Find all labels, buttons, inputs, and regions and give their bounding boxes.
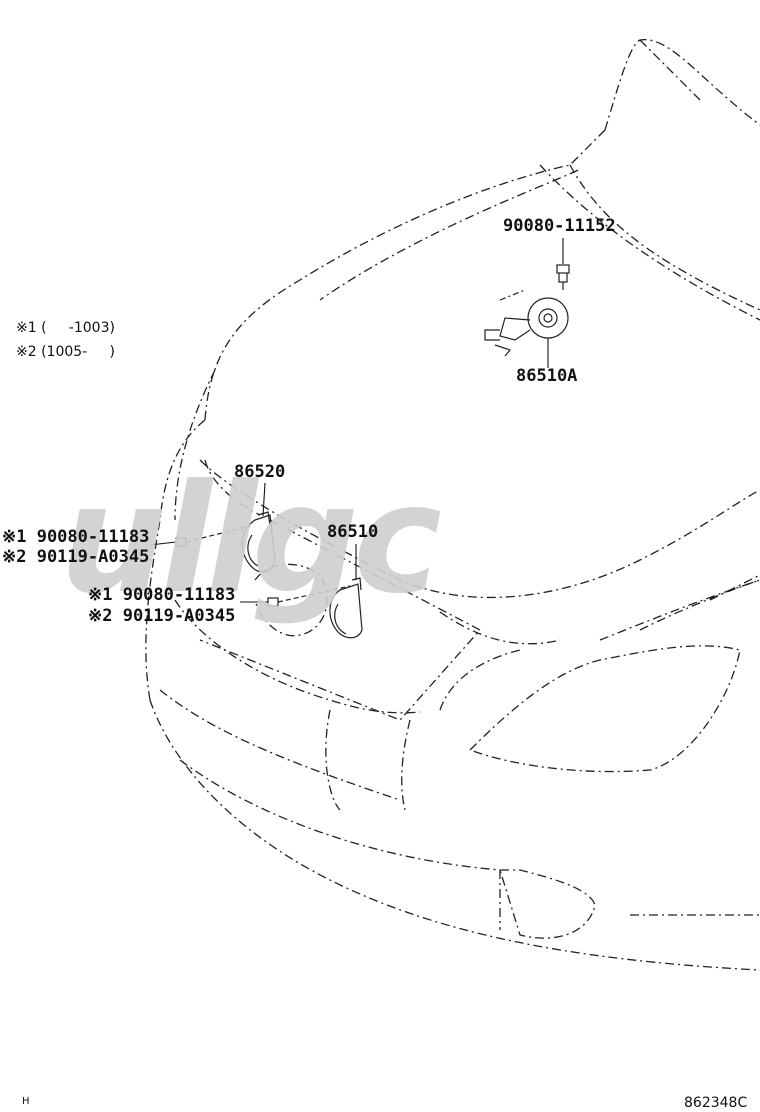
part-label-bolt-top: 90080-11152 <box>503 216 616 236</box>
part-label-left-bolt-1: ※1 90080-11183 <box>2 527 150 547</box>
horn-86510 <box>329 577 363 639</box>
part-label-horn-right: 86510 <box>327 522 379 542</box>
note-2: ※2 (1005- ) <box>16 344 115 360</box>
watermark-text: ullgc <box>60 453 442 627</box>
part-label-horn-left: 86520 <box>234 462 286 482</box>
part-label-horn-top: 86510A <box>516 366 578 386</box>
horn-86520 <box>241 511 276 573</box>
note-1: ※1 ( -1003) <box>16 320 115 336</box>
part-label-mid-bolt-2: ※2 90119-A0345 <box>88 606 236 626</box>
leader-lines <box>149 238 564 603</box>
bolt-top <box>556 264 570 290</box>
watermark: ullgc <box>60 465 442 615</box>
footer-left-code: H <box>22 1096 30 1107</box>
part-label-left-bolt-2: ※2 90119-A0345 <box>2 547 150 567</box>
car-body-outline <box>145 39 760 971</box>
part-label-mid-bolt-1: ※1 90080-11183 <box>88 585 236 605</box>
horn-86510a <box>484 289 569 357</box>
diagram-id: 862348C <box>684 1095 748 1111</box>
